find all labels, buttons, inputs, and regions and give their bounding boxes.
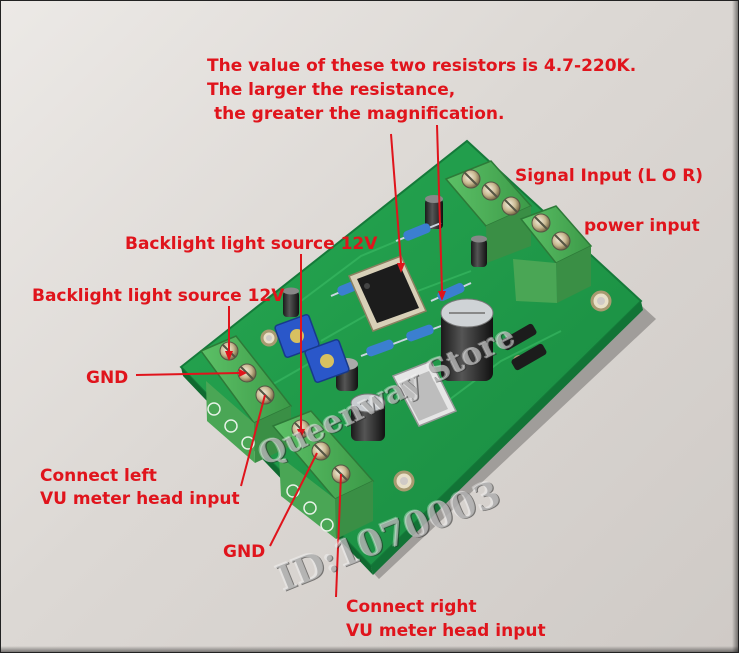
connect-right-line2: VU meter head input bbox=[346, 621, 546, 641]
annotation-arrowheads bbox=[225, 263, 446, 439]
gnd-upper-label: GND bbox=[86, 368, 129, 388]
gnd-lower-label: GND bbox=[223, 542, 266, 562]
silkscreen-marks bbox=[207, 402, 334, 532]
capacitor-medium bbox=[336, 358, 386, 441]
voltage-regulator bbox=[391, 360, 458, 427]
backlight-upper-label: Backlight light source 12V bbox=[125, 234, 378, 254]
signal-input-label: Signal Input (L O R) bbox=[515, 166, 704, 186]
ic-chip bbox=[347, 255, 428, 332]
resistors bbox=[330, 222, 472, 357]
power-input-label: power input bbox=[584, 216, 700, 236]
connect-left-line2: VU meter head input bbox=[40, 489, 240, 509]
frame-shadow-right bbox=[732, 1, 738, 652]
frame-shadow-bottom bbox=[1, 646, 738, 652]
connect-right-line1: Connect right bbox=[346, 597, 477, 617]
capacitor-large bbox=[440, 298, 494, 381]
resistor-note-line2: The larger the resistance, bbox=[207, 80, 456, 100]
terminal-signal-input bbox=[444, 160, 533, 263]
terminal-bottom bbox=[271, 410, 375, 539]
connect-left-line1: Connect left bbox=[40, 466, 157, 486]
terminal-power-input bbox=[513, 205, 593, 303]
diodes bbox=[501, 323, 547, 371]
resistor-note-line1: The value of these two resistors is 4.7-… bbox=[207, 56, 637, 76]
pcb-edge-right bbox=[371, 301, 643, 575]
annotation-arrows bbox=[135, 124, 443, 598]
backlight-lower-label: Backlight light source 12V bbox=[32, 286, 285, 306]
resistor-note-line3: the greater the magnification. bbox=[214, 104, 505, 124]
